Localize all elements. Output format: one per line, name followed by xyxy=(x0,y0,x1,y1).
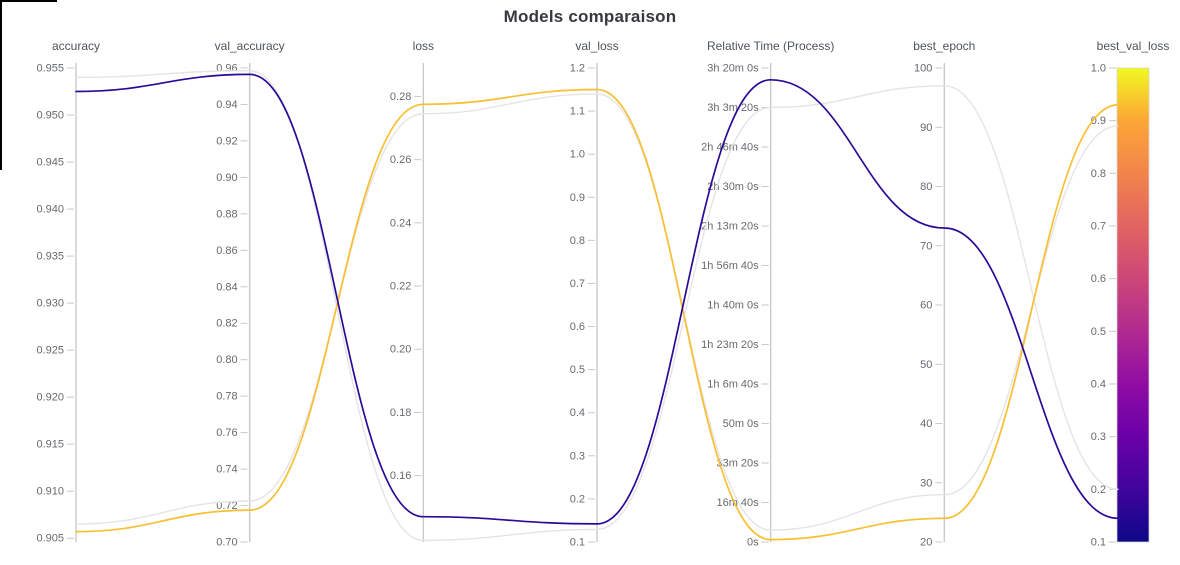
tick-label: 0.24 xyxy=(390,217,411,229)
tick-label: 0.7 xyxy=(570,278,585,290)
screen-edge-top xyxy=(0,0,57,2)
tick-label: 3h 20m 0s xyxy=(707,63,759,75)
tick-label: 0.940 xyxy=(36,204,64,216)
axis-title[interactable]: val_accuracy xyxy=(215,39,285,53)
tick-label: 0.2 xyxy=(1091,484,1106,496)
axis-val-loss[interactable]: 1.2 1.1 1.0 0.9 0.8 0.7 0.6 0.5 0.4 0.3 0.2 0.1 val_… xyxy=(570,39,619,549)
tick-label: 0.18 xyxy=(390,407,411,419)
tick-label: 0.74 xyxy=(216,464,237,476)
tick-label: 0.950 xyxy=(36,110,64,122)
axis-val-accuracy[interactable]: 0.96 0.94 0.92 0.90 0.88 0.86 0.84 0.82 0.80 0.78… xyxy=(215,39,285,549)
tick-label: 0.26 xyxy=(390,154,411,166)
tick-label: 0.930 xyxy=(36,298,64,310)
tick-label: 0.16 xyxy=(390,470,411,482)
tick-label: 0.4 xyxy=(1091,379,1106,391)
tick-label: 0.6 xyxy=(1091,273,1106,285)
tick-label: 1h 40m 0s xyxy=(707,300,759,312)
line-model-gray-short-train xyxy=(75,93,1119,531)
axis-title[interactable]: Relative Time (Process) xyxy=(707,39,834,53)
screen-edge-left xyxy=(0,0,2,170)
tick-label: 0.945 xyxy=(36,157,64,169)
tick-label: 0.3 xyxy=(1091,431,1106,443)
tick-label: 0.915 xyxy=(36,439,64,451)
tick-label: 0.910 xyxy=(36,486,64,498)
tick-label: 0.28 xyxy=(390,91,411,103)
axis-best-val-loss[interactable]: 1.00.90.80.70.60.50.40.30.20.1best_val_l… xyxy=(1091,39,1170,549)
tick-label: 0.70 xyxy=(216,537,237,549)
axis-title[interactable]: best_epoch xyxy=(913,39,975,53)
tick-label: 0.925 xyxy=(36,345,64,357)
tick-label: 0.6 xyxy=(570,321,585,333)
axis-title[interactable]: val_loss xyxy=(575,39,618,53)
tick-label: 0.8 xyxy=(1091,168,1106,180)
tick-label: 90 xyxy=(920,122,932,134)
tick-label: 1.0 xyxy=(1091,63,1106,75)
tick-label: 0s xyxy=(747,537,759,549)
axis-relative-time-process-[interactable]: 3h 20m 0s 3h 3m 20s 2h 46m 40s 2h 30m 0s 2h … xyxy=(701,39,834,549)
tick-label: 0.80 xyxy=(216,354,237,366)
tick-label: 0.84 xyxy=(216,281,237,293)
tick-label: 1.2 xyxy=(570,63,585,75)
axis-best-epoch[interactable]: 100 90 80 70 60 50 40 30 20 best_epoch xyxy=(913,39,975,549)
tick-label: 100 xyxy=(914,63,932,75)
tick-label: 0.920 xyxy=(36,392,64,404)
tick-label: 0.935 xyxy=(36,251,64,263)
colorbar-best-val-loss xyxy=(1116,67,1150,543)
tick-label: 2h 13m 20s xyxy=(701,221,759,233)
tick-label: 0.5 xyxy=(1091,326,1106,338)
tick-label: 0.92 xyxy=(216,135,237,147)
line-model-indigo xyxy=(75,73,1119,525)
tick-label: 0.96 xyxy=(216,63,237,75)
tick-label: 2h 30m 0s xyxy=(707,181,759,193)
tick-label: 80 xyxy=(920,181,932,193)
tick-label: 0.20 xyxy=(390,344,411,356)
tick-label: 0.9 xyxy=(570,192,585,204)
axis-loss[interactable]: 0.28 0.26 0.24 0.22 0.20 0.18 0.16 loss xyxy=(390,39,434,542)
tick-label: 70 xyxy=(920,240,932,252)
tick-label: 40 xyxy=(920,418,932,430)
tick-label: 30 xyxy=(920,477,932,489)
axis-accuracy[interactable]: 0.955 0.950 0.945 0.940 0.935 0.930 0.925 0.920… xyxy=(36,39,100,545)
tick-label: 0.22 xyxy=(390,281,411,293)
tick-label: 0.1 xyxy=(1091,537,1106,549)
chart-title: Models comparaison xyxy=(503,7,677,26)
axis-title[interactable]: best_val_loss xyxy=(1097,39,1170,53)
tick-label: 0.72 xyxy=(216,500,237,512)
tick-label: 0.82 xyxy=(216,318,237,330)
tick-label: 0.86 xyxy=(216,245,237,257)
tick-label: 0.4 xyxy=(570,407,585,419)
tick-label: 1h 6m 40s xyxy=(707,379,759,391)
tick-label: 50 xyxy=(920,359,932,371)
tick-label: 0.5 xyxy=(570,364,585,376)
tick-label: 0.1 xyxy=(570,537,585,549)
tick-label: 0.88 xyxy=(216,208,237,220)
tick-label: 20 xyxy=(920,537,932,549)
axis-title[interactable]: loss xyxy=(413,39,434,53)
tick-label: 1h 23m 20s xyxy=(701,339,759,351)
tick-label: 60 xyxy=(920,300,932,312)
axis-title[interactable]: accuracy xyxy=(52,39,100,53)
line-model-yellow xyxy=(75,88,1119,541)
tick-label: 50m 0s xyxy=(723,418,760,430)
tick-label: 0.76 xyxy=(216,427,237,439)
tick-label: 33m 20s xyxy=(716,458,759,470)
tick-label: 1h 56m 40s xyxy=(701,260,759,272)
tick-label: 0.905 xyxy=(36,533,64,545)
tick-label: 0.94 xyxy=(216,99,237,111)
tick-label: 0.2 xyxy=(570,493,585,505)
tick-label: 0.90 xyxy=(216,172,237,184)
tick-label: 0.3 xyxy=(570,450,585,462)
tick-label: 0.7 xyxy=(1091,221,1106,233)
tick-label: 3h 3m 20s xyxy=(707,102,759,114)
tick-label: 0.78 xyxy=(216,391,237,403)
tick-label: 2h 46m 40s xyxy=(701,142,759,154)
tick-label: 1.1 xyxy=(570,106,585,118)
tick-label: 16m 40s xyxy=(716,497,759,509)
tick-label: 0.8 xyxy=(570,235,585,247)
tick-label: 0.955 xyxy=(36,63,64,75)
tick-label: 1.0 xyxy=(570,149,585,161)
